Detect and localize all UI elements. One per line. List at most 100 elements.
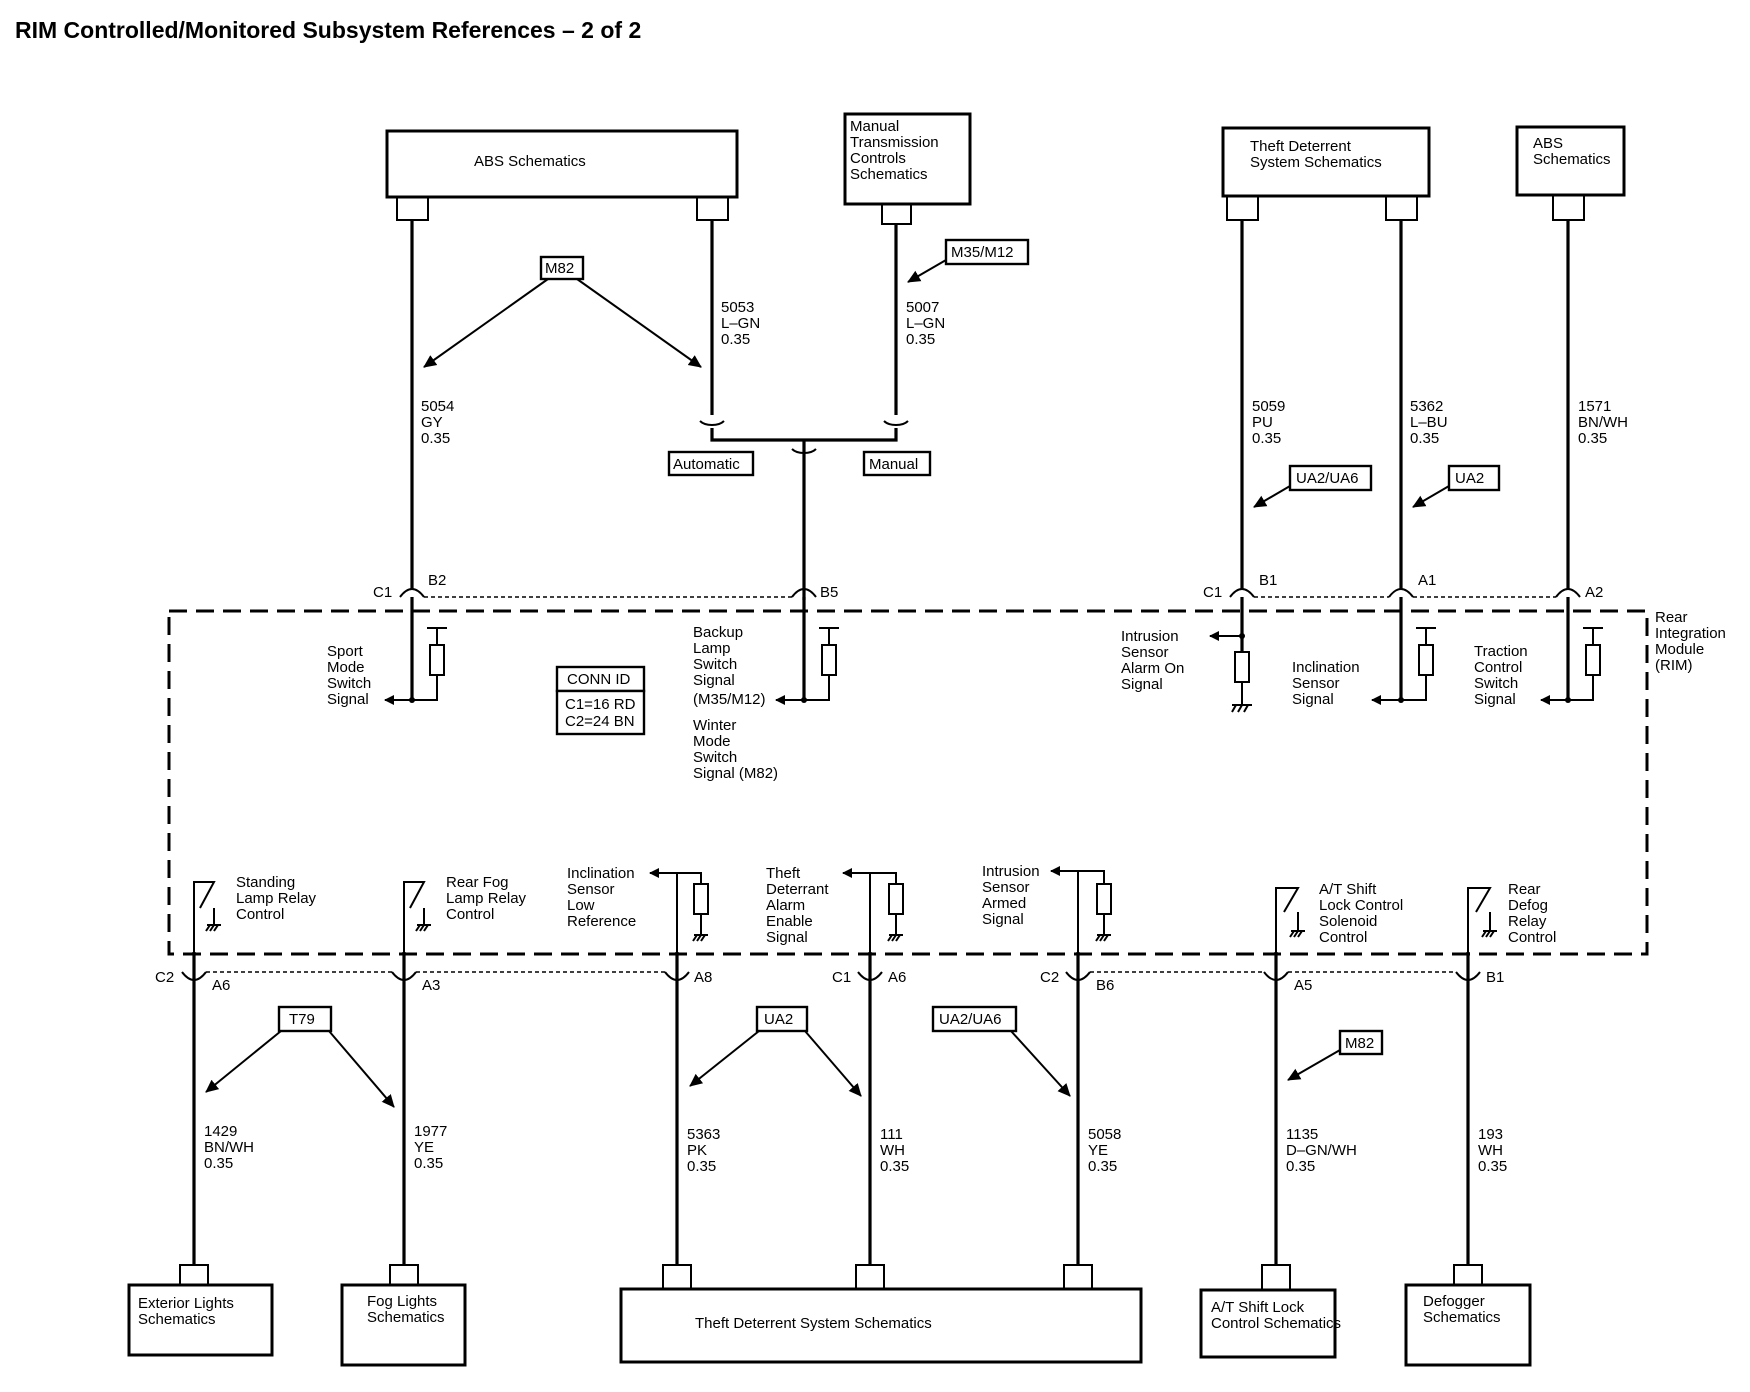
svg-text:Control: Control xyxy=(1319,929,1367,946)
theft-deterrent-top-box[interactable]: Theft Deterrent System Schematics xyxy=(1221,126,1431,198)
svg-text:UA2: UA2 xyxy=(1455,470,1484,487)
theft-deterrent-bottom-box[interactable]: Theft Deterrent System Schematics xyxy=(619,1287,1143,1364)
option-tag-m35-m12: M35/M12 xyxy=(907,238,1030,283)
svg-text:Schematics: Schematics xyxy=(367,1309,445,1326)
svg-text:Schematics: Schematics xyxy=(1423,1309,1501,1326)
theft-top-line-2: System Schematics xyxy=(1250,154,1382,171)
signal-rear-defog: Rear Defog Relay Control xyxy=(1508,881,1556,946)
bottom-box-connectors xyxy=(179,1264,1483,1290)
svg-text:Intrusion: Intrusion xyxy=(1121,628,1179,645)
svg-text:L–GN: L–GN xyxy=(721,315,760,332)
svg-text:C1: C1 xyxy=(1203,584,1222,601)
exterior-lights-box[interactable]: Exterior Lights Schematics xyxy=(127,1283,274,1357)
svg-text:Lamp: Lamp xyxy=(693,640,731,657)
svg-text:(M35/M12): (M35/M12) xyxy=(693,691,766,708)
bottom-wires xyxy=(192,952,1470,1265)
svg-text:B1: B1 xyxy=(1486,969,1504,986)
svg-text:193: 193 xyxy=(1478,1126,1503,1143)
svg-text:0.35: 0.35 xyxy=(906,331,935,348)
svg-text:1429: 1429 xyxy=(204,1123,237,1140)
svg-text:Fog Lights: Fog Lights xyxy=(367,1293,437,1310)
svg-text:A8: A8 xyxy=(694,969,712,986)
theft-top-line-1: Theft Deterrent xyxy=(1250,138,1352,155)
svg-text:Winter: Winter xyxy=(693,717,736,734)
signal-intrusion-alarm-on: Intrusion Sensor Alarm On Signal xyxy=(1121,628,1184,693)
svg-text:GY: GY xyxy=(421,414,443,431)
svg-text:Switch: Switch xyxy=(693,656,737,673)
wire-label-111: 111 WH 0.35 xyxy=(880,1126,909,1175)
svg-text:Lock Control: Lock Control xyxy=(1319,897,1403,914)
svg-text:A1: A1 xyxy=(1418,572,1436,589)
svg-text:5054: 5054 xyxy=(421,398,454,415)
svg-text:Rear: Rear xyxy=(1508,881,1541,898)
abs-schematics-box[interactable]: ABS Schematics xyxy=(385,129,739,199)
option-tag-ua2-bottom: UA2 xyxy=(689,1005,862,1097)
abs-right-box[interactable]: ABS Schematics xyxy=(1515,125,1626,197)
bottom-connector-pins: C2 A6 A3 A8 C1 A6 C2 B6 A5 B1 xyxy=(155,969,1504,994)
top-box-connectors xyxy=(396,195,1585,225)
svg-text:1571: 1571 xyxy=(1578,398,1611,415)
svg-text:Signal: Signal xyxy=(1474,691,1516,708)
wire-label-5362: 5362 L–BU 0.35 xyxy=(1410,398,1448,447)
svg-text:Rear Fog: Rear Fog xyxy=(446,874,509,891)
svg-text:WH: WH xyxy=(1478,1142,1503,1159)
option-tag-t79: T79 xyxy=(205,1005,395,1108)
svg-text:Control: Control xyxy=(446,906,494,923)
svg-text:CONN ID: CONN ID xyxy=(567,671,631,688)
signal-shift-lock: A/T Shift Lock Control Solenoid Control xyxy=(1319,881,1403,946)
wire-label-193: 193 WH 0.35 xyxy=(1478,1126,1507,1175)
signal-winter-mode: Winter Mode Switch Signal (M82) xyxy=(693,717,778,782)
svg-text:L–GN: L–GN xyxy=(906,315,945,332)
svg-text:Enable: Enable xyxy=(766,913,813,930)
fog-lights-box[interactable]: Fog Lights Schematics xyxy=(340,1283,467,1367)
abs-right-line-2: Schematics xyxy=(1533,151,1611,168)
svg-text:A/T Shift Lock: A/T Shift Lock xyxy=(1211,1299,1305,1316)
svg-text:B5: B5 xyxy=(820,584,838,601)
svg-text:Inclination: Inclination xyxy=(1292,659,1360,676)
svg-text:M35/M12: M35/M12 xyxy=(951,244,1014,261)
wire-label-1135: 1135 D–GN/WH 0.35 xyxy=(1286,1126,1357,1175)
svg-text:Manual: Manual xyxy=(869,456,918,473)
manual-transmission-box[interactable]: Manual Transmission Controls Schematics xyxy=(843,112,972,206)
svg-text:Schematics: Schematics xyxy=(138,1311,216,1328)
defogger-box[interactable]: Defogger Schematics xyxy=(1404,1283,1532,1367)
svg-text:Lamp Relay: Lamp Relay xyxy=(446,890,527,907)
svg-text:Control: Control xyxy=(1508,929,1556,946)
svg-text:M82: M82 xyxy=(1345,1035,1374,1052)
svg-text:Relay: Relay xyxy=(1508,913,1547,930)
svg-text:Signal: Signal xyxy=(1121,676,1163,693)
svg-text:Theft Deterrent System Schemat: Theft Deterrent System Schematics xyxy=(695,1315,932,1332)
svg-text:111: 111 xyxy=(880,1126,903,1143)
svg-text:UA2/UA6: UA2/UA6 xyxy=(1296,470,1359,487)
manual-trans-line-1: Manual xyxy=(850,118,899,135)
wire-label-5053: 5053 L–GN 0.35 xyxy=(721,299,760,348)
wire-label-5363: 5363 PK 0.35 xyxy=(687,1126,720,1175)
svg-text:Intrusion: Intrusion xyxy=(982,863,1040,880)
svg-text:A5: A5 xyxy=(1294,977,1312,994)
signal-inclination-low-ref: Inclination Sensor Low Reference xyxy=(567,865,636,930)
svg-text:Automatic: Automatic xyxy=(673,456,740,473)
svg-text:0.35: 0.35 xyxy=(1088,1158,1117,1175)
abs-schematics-label: ABS Schematics xyxy=(474,153,586,170)
internal-output-circuits xyxy=(193,866,1497,972)
svg-text:C1=16 RD: C1=16 RD xyxy=(565,696,636,713)
svg-text:Defogger: Defogger xyxy=(1423,1293,1485,1310)
svg-text:5007: 5007 xyxy=(906,299,939,316)
svg-text:A3: A3 xyxy=(422,977,440,994)
option-tag-m82-top: M82 xyxy=(423,255,702,368)
svg-text:PU: PU xyxy=(1252,414,1273,431)
signal-backup-lamp: Backup Lamp Switch Signal (M35/M12) xyxy=(693,624,766,708)
svg-text:A/T Shift: A/T Shift xyxy=(1319,881,1377,898)
rim-module-outline xyxy=(167,609,1649,956)
shift-lock-box[interactable]: A/T Shift Lock Control Schematics xyxy=(1199,1288,1341,1359)
internal-input-circuits xyxy=(384,597,1603,713)
svg-text:Defog: Defog xyxy=(1508,897,1548,914)
page-title: RIM Controlled/Monitored Subsystem Refer… xyxy=(15,17,641,43)
wire-label-1977: 1977 YE 0.35 xyxy=(414,1123,447,1172)
svg-text:C1: C1 xyxy=(373,584,392,601)
svg-text:Sport: Sport xyxy=(327,643,364,660)
svg-text:WH: WH xyxy=(880,1142,905,1159)
rim-module-label: Rear Integration Module (RIM) xyxy=(1655,609,1726,674)
svg-text:Integration: Integration xyxy=(1655,625,1726,642)
svg-text:YE: YE xyxy=(1088,1142,1108,1159)
